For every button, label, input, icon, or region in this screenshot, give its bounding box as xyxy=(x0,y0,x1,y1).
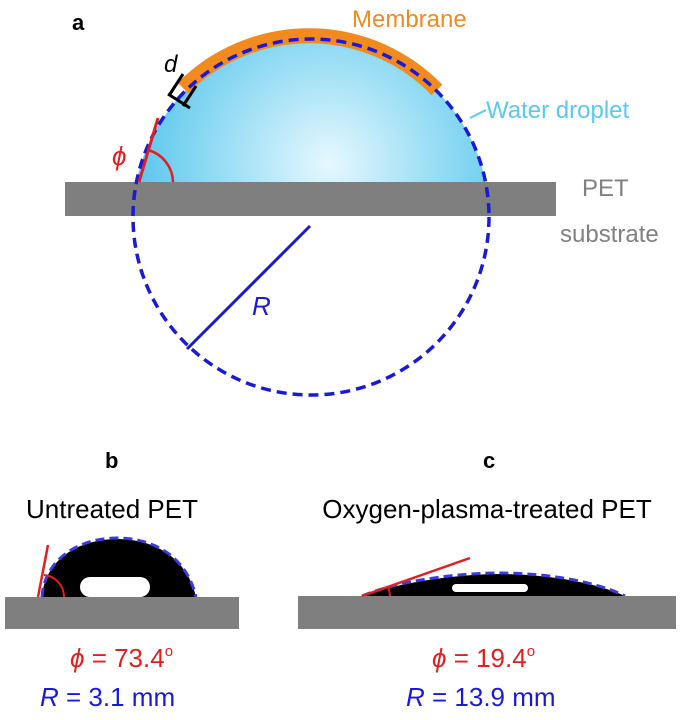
treated-angle-symbol: ϕ xyxy=(432,643,446,673)
panel-a-label: a xyxy=(72,10,85,35)
panel-a: a d ϕ R Membrane Water droplet PET subst… xyxy=(65,6,659,397)
droplet-fit-circle xyxy=(131,37,491,397)
treated-substrate xyxy=(298,596,676,629)
untreated-radius-symbol: R xyxy=(40,682,59,712)
pet-substrate xyxy=(65,182,556,216)
treated-angle-arc xyxy=(387,586,391,597)
radius-line xyxy=(185,224,312,351)
untreated-angle-arc xyxy=(43,574,66,598)
untreated-angle-readout: ϕ = 73.4o xyxy=(70,643,173,673)
panel-b-title: Untreated PET xyxy=(26,494,198,524)
thickness-marker xyxy=(167,73,198,110)
treated-droplet-highlight xyxy=(452,584,528,592)
treated-radius-readout: R = 13.9 mm xyxy=(406,682,556,712)
droplet-label: Water droplet xyxy=(486,97,630,124)
untreated-substrate xyxy=(5,597,239,629)
untreated-radius-value: = 3.1 mm xyxy=(59,682,175,712)
substrate-label-line1: PET xyxy=(582,175,629,202)
treated-tangent xyxy=(361,556,471,598)
treated-angle-value: = 19.4 xyxy=(446,643,526,673)
untreated-angle-symbol: ϕ xyxy=(70,643,84,673)
treated-fit-arc xyxy=(361,571,626,598)
panel-b: b Untreated PET ϕ = 73.4o R = 3.1 mm xyxy=(5,448,239,712)
panel-c: c Oxygen-plasma-treated PET ϕ = 19.4o R … xyxy=(298,448,676,712)
water-droplet xyxy=(136,39,486,182)
angle-symbol: ϕ xyxy=(112,141,126,171)
contact-angle-arc xyxy=(147,148,175,183)
treated-angle-readout: ϕ = 19.4o xyxy=(432,643,535,673)
thickness-symbol: d xyxy=(164,51,178,78)
treated-radius-value: = 13.9 mm xyxy=(425,682,556,712)
untreated-droplet-highlight xyxy=(80,577,150,597)
untreated-angle-value: = 73.4 xyxy=(84,643,164,673)
treated-radius-symbol: R xyxy=(406,682,425,712)
untreated-tangent xyxy=(36,544,50,598)
untreated-droplet-image xyxy=(42,539,196,597)
membrane-label: Membrane xyxy=(352,6,467,33)
treated-angle-unit: o xyxy=(527,643,535,660)
panel-b-label: b xyxy=(105,448,118,473)
untreated-angle-unit: o xyxy=(165,643,173,660)
radius-symbol: R xyxy=(252,291,271,321)
untreated-fit-arc xyxy=(40,536,198,598)
substrate-label-line2: substrate xyxy=(560,221,659,248)
panel-c-label: c xyxy=(483,448,495,473)
panel-c-title: Oxygen-plasma-treated PET xyxy=(322,494,652,524)
droplet-label-pointer xyxy=(469,109,487,119)
untreated-radius-readout: R = 3.1 mm xyxy=(40,682,175,712)
